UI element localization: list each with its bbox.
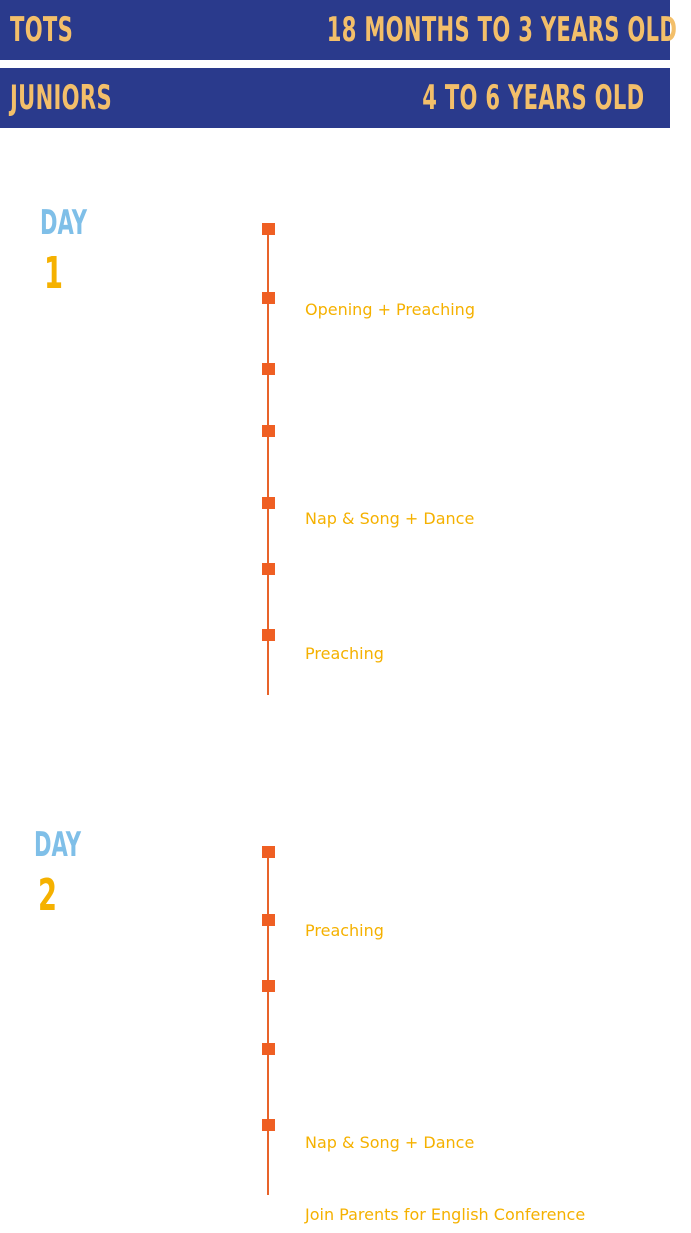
juniors-label: JUNIORS [10,78,112,118]
timeline-marker [262,1043,275,1055]
timeline-marker [262,846,275,858]
timeline-marker [262,292,275,304]
timeline-marker [262,425,275,437]
day-2-event: Join Parents for English Conference [305,1205,586,1224]
timeline-marker [262,223,275,235]
tots-age-range: 18 MONTHS TO 3 YEARS OLD [326,10,677,50]
timeline-marker [262,563,275,575]
day-2-timeline [267,852,269,1195]
day-2-label: DAY [34,825,82,865]
timeline-marker [262,914,275,926]
timeline-marker [262,629,275,641]
day-2-number: 2 [38,870,57,921]
day-2-event: Nap & Song + Dance [305,1133,475,1152]
day-1-event: Nap & Song + Dance [305,509,475,528]
day-2-event: Preaching [305,921,384,940]
timeline-marker [262,1119,275,1131]
day-1-event: Preaching [305,644,384,663]
tots-banner: TOTS 18 MONTHS TO 3 YEARS OLD [0,0,677,60]
day-1-number: 1 [44,248,63,299]
juniors-age-range: 4 TO 6 YEARS OLD [421,78,644,118]
juniors-banner: JUNIORS 4 TO 6 YEARS OLD [0,68,670,128]
day-1-label: DAY [40,203,88,243]
tots-label: TOTS [10,10,74,50]
timeline-marker [262,363,275,375]
timeline-marker [262,980,275,992]
timeline-marker [262,497,275,509]
day-1-timeline [267,229,269,695]
day-1-event: Opening + Preaching [305,300,475,319]
